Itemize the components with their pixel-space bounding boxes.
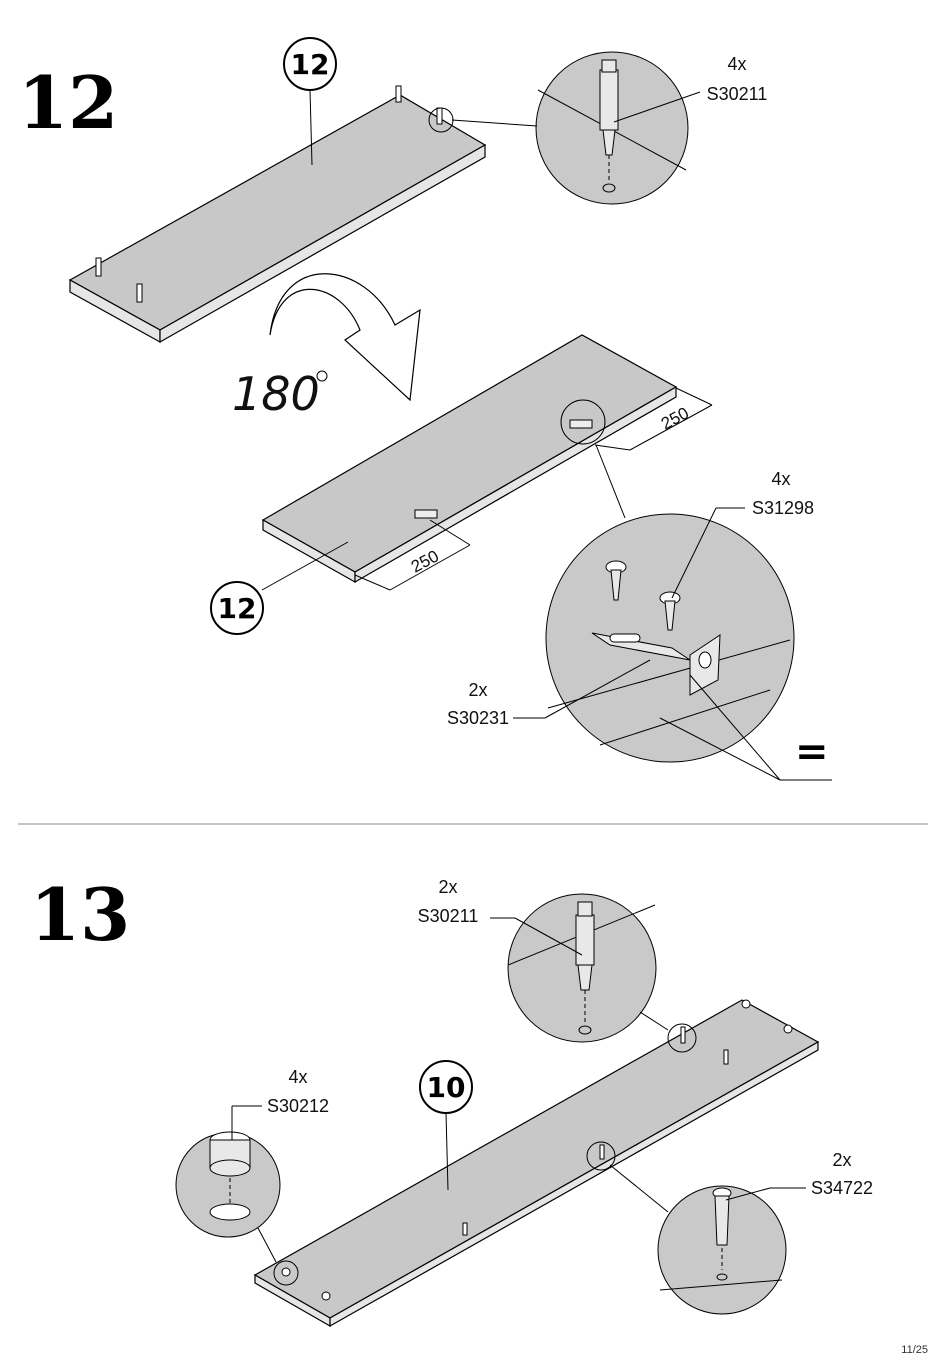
part-qty: 4x xyxy=(727,54,746,74)
zoom-detail-dowel xyxy=(451,51,689,205)
svg-text:10: 10 xyxy=(427,1071,466,1104)
panel-badge-10: 10 xyxy=(419,1060,473,1191)
panel-badge-12-top: 12 xyxy=(283,37,337,166)
zoom-detail-bracket xyxy=(545,444,795,763)
panel-badge-12-bottom: 12 xyxy=(210,541,349,635)
part-code: S30211 xyxy=(707,84,768,104)
part-code: S34722 xyxy=(811,1178,873,1198)
equal-distance-marker: = xyxy=(659,674,832,781)
fitting-holes xyxy=(281,999,793,1301)
part-code: S30212 xyxy=(267,1096,329,1116)
part-code: S30211 xyxy=(418,906,479,926)
part-qty: 4x xyxy=(771,469,790,489)
zoom-detail-screw xyxy=(609,1164,787,1315)
part-code: S31298 xyxy=(752,498,814,518)
svg-text:12: 12 xyxy=(291,48,330,81)
board-12-top xyxy=(68,85,487,344)
part-qty: 2x xyxy=(832,1150,851,1170)
svg-text:=: = xyxy=(795,729,829,775)
board-10 xyxy=(253,999,820,1328)
part-qty: 4x xyxy=(288,1067,307,1087)
zoom-detail-cam xyxy=(175,1131,281,1263)
part-code: S30231 xyxy=(447,708,509,728)
screw-icon xyxy=(605,560,681,631)
page-number: 11/25 xyxy=(901,1344,928,1356)
bracket-icon xyxy=(414,419,593,519)
degree-icon xyxy=(316,370,328,382)
svg-text:250: 250 xyxy=(408,546,442,576)
rotation-angle: 180 xyxy=(232,367,320,421)
step-13-number: 13 xyxy=(30,872,130,957)
zoom-detail-dowel-2 xyxy=(507,893,669,1043)
dowel-icon xyxy=(95,85,443,303)
svg-text:12: 12 xyxy=(218,592,257,625)
rotate-arrow-icon xyxy=(269,273,421,402)
svg-text:250: 250 xyxy=(658,403,692,433)
part-qty: 2x xyxy=(438,877,457,897)
step-12-number: 12 xyxy=(18,60,118,145)
part-qty: 2x xyxy=(468,680,487,700)
